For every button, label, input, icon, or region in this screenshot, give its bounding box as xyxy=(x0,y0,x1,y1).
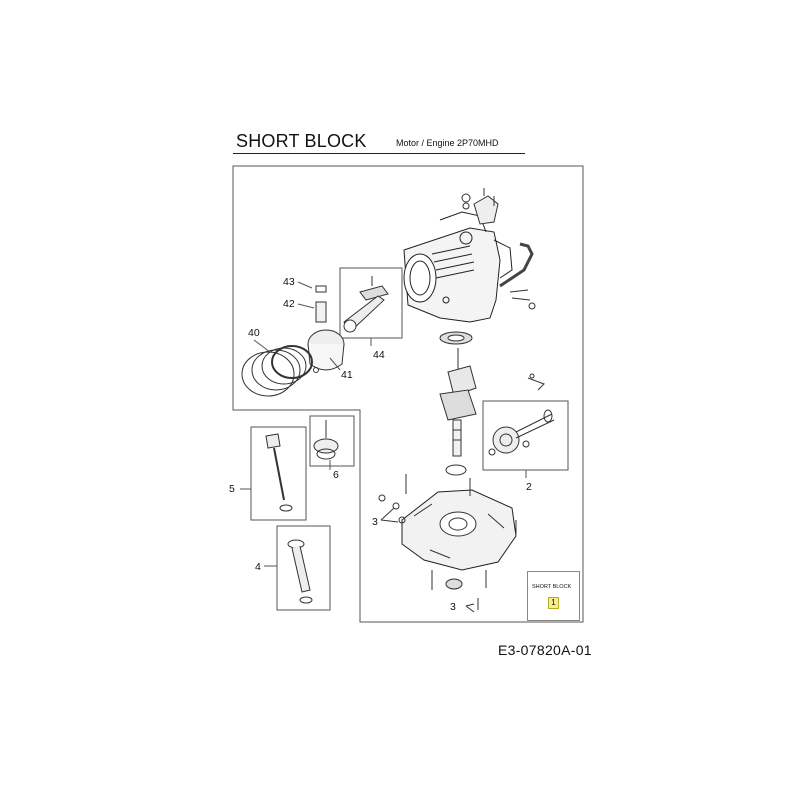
callout-43: 43 xyxy=(283,276,295,288)
bolt-set-3-bottom xyxy=(465,598,479,613)
callout-5: 5 xyxy=(229,483,235,495)
document-number: E3-07820A-01 xyxy=(498,642,592,658)
bolt-set-3-left xyxy=(378,494,406,524)
piston-41 xyxy=(307,329,345,373)
callout-41: 41 xyxy=(341,369,353,381)
oil-fill-tube-4 xyxy=(287,539,313,604)
callout-4: 4 xyxy=(255,561,261,573)
camshaft-assembly xyxy=(488,373,555,456)
main-frame xyxy=(232,165,584,623)
governor-gear-6 xyxy=(313,420,339,460)
crankshaft xyxy=(439,348,477,457)
oil-seal-top xyxy=(439,331,473,345)
callout-3-left: 3 xyxy=(372,516,378,528)
callout-2: 2 xyxy=(526,481,532,493)
cylinder-block xyxy=(403,211,513,323)
dipstick-5 xyxy=(265,433,293,512)
callout-42: 42 xyxy=(283,298,295,310)
legend-label: SHORT BLOCK xyxy=(532,584,572,590)
callout-40: 40 xyxy=(248,327,260,339)
cover-bolts xyxy=(405,474,517,590)
diagram-title: SHORT BLOCK xyxy=(236,131,367,151)
callout-3-bottom: 3 xyxy=(450,601,456,613)
bolts-right xyxy=(509,289,536,310)
oil-fill-tube-group-box xyxy=(276,525,331,611)
piston-clip-43 xyxy=(315,285,327,293)
governor-group-box xyxy=(309,415,355,467)
valve-cover-parts xyxy=(461,188,499,225)
leader-lines xyxy=(240,281,341,567)
callout-6: 6 xyxy=(333,469,339,481)
crankcase-cover xyxy=(401,489,517,571)
crankshaft-washer xyxy=(445,464,467,476)
dipstick-group-box xyxy=(250,426,307,521)
piston-pin-42 xyxy=(315,301,327,323)
page-legend-box: SHORT BLOCK 1 xyxy=(527,571,580,621)
connecting-rod xyxy=(343,276,389,333)
title-underline xyxy=(233,153,525,154)
breather-tube xyxy=(499,242,534,288)
piston-rings-40 xyxy=(241,345,313,397)
engine-model: Motor / Engine 2P70MHD xyxy=(396,138,499,148)
legend-page-number: 1 xyxy=(548,597,559,609)
callout-44: 44 xyxy=(373,349,385,361)
